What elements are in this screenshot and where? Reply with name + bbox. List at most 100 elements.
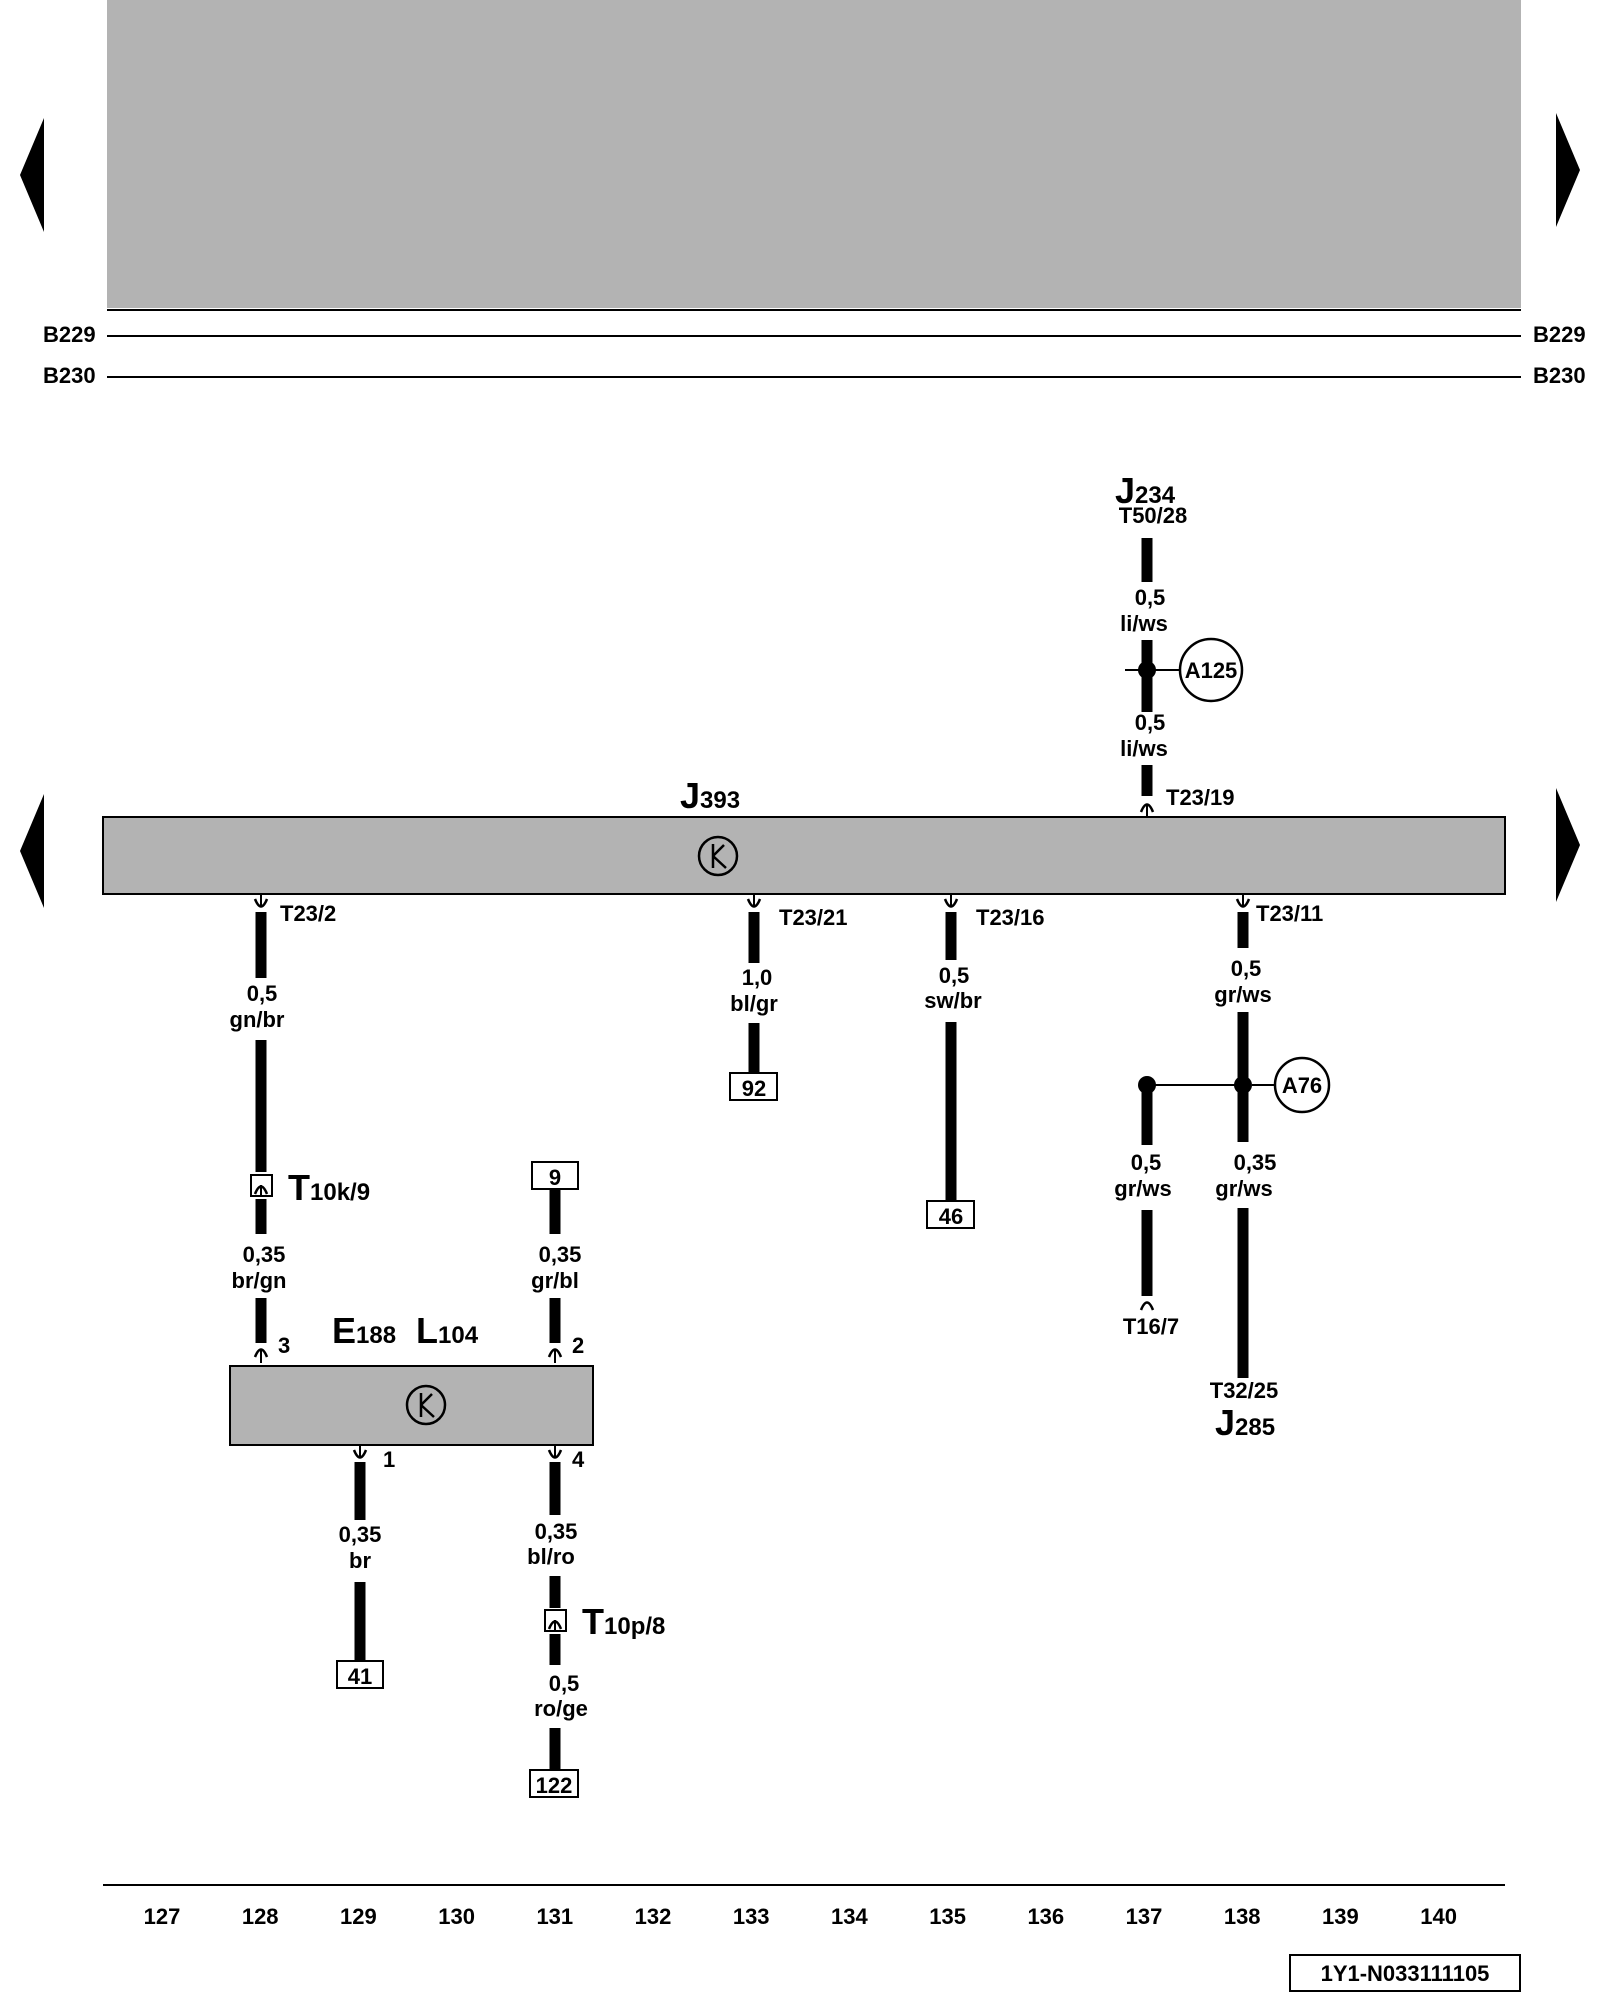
rail-b230: B230 B230 <box>43 363 1586 388</box>
pin-e-3-label: 3 <box>278 1333 290 1358</box>
document-id-box <box>1289 1954 1521 1992</box>
wire-size: 1,0 <box>742 965 773 990</box>
wire-size: 0,5 <box>247 981 278 1006</box>
wire-size: 0,35 <box>1234 1150 1277 1175</box>
connector-t10k-label: T10k/9 <box>288 1167 370 1208</box>
current-track-numbers: 127 128 129 130 131 132 133 134 135 136 137 138 139 1… <box>144 1904 1457 1929</box>
track-number: 132 <box>635 1904 672 1929</box>
pin-t23-21-symbol <box>746 898 762 908</box>
component-j285-label: J285 <box>1215 1402 1275 1443</box>
wire-color: li/ws <box>1120 736 1168 761</box>
pin-t23-16-label: T23/16 <box>976 905 1045 930</box>
track-number: 139 <box>1322 1904 1359 1929</box>
rail-label-left: B229 <box>43 322 96 347</box>
wire-color: gr/ws <box>1114 1176 1171 1201</box>
rail-label-left: B230 <box>43 363 96 388</box>
component-j234-label: J234 <box>1115 470 1176 511</box>
pin-t16-7-symbol <box>1139 1301 1155 1311</box>
pin-t23-19-label: T23/19 <box>1166 785 1235 810</box>
ref-label-41: 41 <box>348 1664 372 1689</box>
component-e188-label: E188 <box>332 1310 396 1351</box>
connector-t10p-label: T10p/8 <box>582 1601 665 1642</box>
wire-size: 0,5 <box>1135 710 1166 735</box>
wire-color: bl/ro <box>527 1544 575 1569</box>
ref-label-92: 92 <box>742 1076 766 1101</box>
component-j234-pin: T50/28 <box>1119 503 1188 528</box>
pin-t23-21-label: T23/21 <box>779 905 848 930</box>
track-number: 129 <box>340 1904 377 1929</box>
top-shaded-area <box>107 0 1521 308</box>
wire-size: 0,5 <box>549 1671 580 1696</box>
component-e188-l104-body[interactable] <box>229 1365 594 1446</box>
wire-color: gr/ws <box>1215 1176 1272 1201</box>
rail-b229: B229 B229 <box>43 322 1586 347</box>
wire-color: li/ws <box>1120 611 1168 636</box>
pin-e-3-symbol <box>253 1348 269 1358</box>
splice-a125-node <box>1138 661 1156 679</box>
track-number: 135 <box>929 1904 966 1929</box>
component-j393-body[interactable] <box>102 816 1506 895</box>
splice-a125-label: A125 <box>1185 658 1238 683</box>
ref-box-9[interactable] <box>531 1161 579 1190</box>
electronic-unit-icon <box>405 1384 447 1426</box>
track-number: 131 <box>536 1904 573 1929</box>
pin-t23-16-symbol <box>943 898 959 908</box>
rail-label-right: B230 <box>1533 363 1586 388</box>
wire-size: 0,5 <box>939 963 970 988</box>
page-left-arrow-top[interactable] <box>20 118 44 232</box>
pin-t23-11-symbol <box>1235 898 1251 908</box>
page-right-arrow-top[interactable] <box>1556 113 1580 227</box>
track-number: 127 <box>144 1904 181 1929</box>
track-number: 130 <box>438 1904 475 1929</box>
wire-size: 0,35 <box>339 1522 382 1547</box>
wire-color: ro/ge <box>534 1696 588 1721</box>
track-number: 140 <box>1420 1904 1457 1929</box>
wire-color: br/gn <box>232 1268 287 1293</box>
pin-t23-2-label: T23/2 <box>280 901 336 926</box>
wire-color: bl/gr <box>730 991 778 1016</box>
wire-color: gn/br <box>230 1007 285 1032</box>
ref-box-41[interactable] <box>336 1660 384 1689</box>
ref-box-46[interactable] <box>926 1200 975 1229</box>
splice-a125-circle[interactable] <box>1178 637 1244 703</box>
pin-t23-2-symbol <box>253 898 269 908</box>
track-number: 137 <box>1126 1904 1163 1929</box>
rail-label-right: B229 <box>1533 322 1586 347</box>
pin-e-2-symbol <box>547 1348 563 1358</box>
wire-size: 0,35 <box>539 1242 582 1267</box>
wire-size: 0,35 <box>243 1242 286 1267</box>
ref-box-122[interactable] <box>529 1769 579 1798</box>
wire-size: 0,35 <box>535 1519 578 1544</box>
electronic-unit-icon <box>697 835 739 877</box>
pin-e-2-label: 2 <box>572 1333 584 1358</box>
document-id: 1Y1-N033111105 <box>1321 1961 1490 1986</box>
ref-label-122: 122 <box>536 1773 573 1798</box>
page-left-arrow-middle[interactable] <box>20 794 44 908</box>
splice-a76-circle[interactable] <box>1273 1056 1331 1114</box>
track-number: 134 <box>831 1904 868 1929</box>
wire-color: gr/ws <box>1214 982 1271 1007</box>
wire-color: gr/bl <box>531 1268 579 1293</box>
track-number: 138 <box>1224 1904 1261 1929</box>
splice-a76-node-right <box>1234 1076 1252 1094</box>
wire-color: sw/br <box>924 988 982 1013</box>
pin-t23-19-symbol <box>1139 803 1155 813</box>
ref-box-92[interactable] <box>729 1072 778 1101</box>
component-j285-pin: T32/25 <box>1210 1378 1279 1403</box>
pin-e-4-symbol <box>547 1449 563 1459</box>
pin-t23-11-label: T23/11 <box>1256 901 1323 926</box>
ref-label-9: 9 <box>549 1165 561 1190</box>
page-right-arrow-middle[interactable] <box>1556 788 1580 902</box>
wire-size: 0,5 <box>1135 585 1166 610</box>
wire-color: br <box>349 1548 371 1573</box>
splice-a76-label: A76 <box>1282 1073 1322 1098</box>
pin-e-1-symbol <box>352 1449 368 1459</box>
pin-e-4-label: 4 <box>572 1447 585 1472</box>
track-number: 128 <box>242 1904 279 1929</box>
component-j393-label: J393 <box>680 775 740 816</box>
component-l104-label: L104 <box>416 1310 479 1351</box>
track-number: 136 <box>1027 1904 1064 1929</box>
track-number: 133 <box>733 1904 770 1929</box>
wire-size: 0,5 <box>1231 956 1262 981</box>
pin-t16-7-label: T16/7 <box>1123 1314 1179 1339</box>
